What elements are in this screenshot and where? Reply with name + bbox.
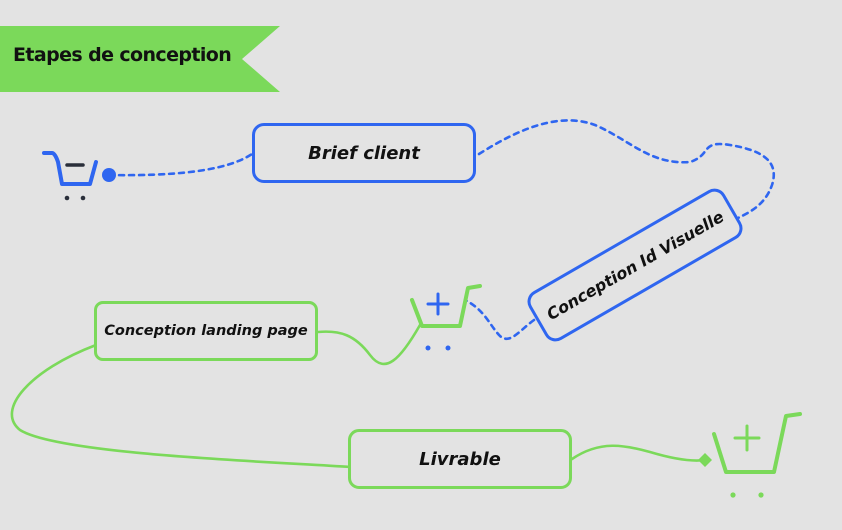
step-label: Brief client <box>308 142 420 164</box>
connector-start-to-brief <box>107 152 254 177</box>
end-node-diamond <box>698 453 712 467</box>
connector-brief-to-identity <box>477 119 775 220</box>
start-node-dot <box>102 168 116 182</box>
cart-plus-icon <box>712 412 802 498</box>
step-label: Conception landing page <box>104 323 308 339</box>
cart-minus-icon <box>42 151 98 201</box>
step-label: Livrable <box>419 448 501 470</box>
page-title: Etapes de conception <box>13 44 232 66</box>
connector-deliverable-to-end <box>570 444 707 462</box>
title-banner <box>0 26 280 92</box>
step-brief-client[interactable]: Brief client <box>252 123 476 183</box>
connector-identity-to-cart <box>463 298 536 340</box>
connector-cart-to-landing <box>316 323 422 366</box>
cart-plus-icon <box>410 284 482 351</box>
step-landing-page[interactable]: Conception landing page <box>94 301 318 361</box>
connector-landing-to-deliverable <box>10 343 352 469</box>
step-deliverable[interactable]: Livrable <box>348 429 572 489</box>
